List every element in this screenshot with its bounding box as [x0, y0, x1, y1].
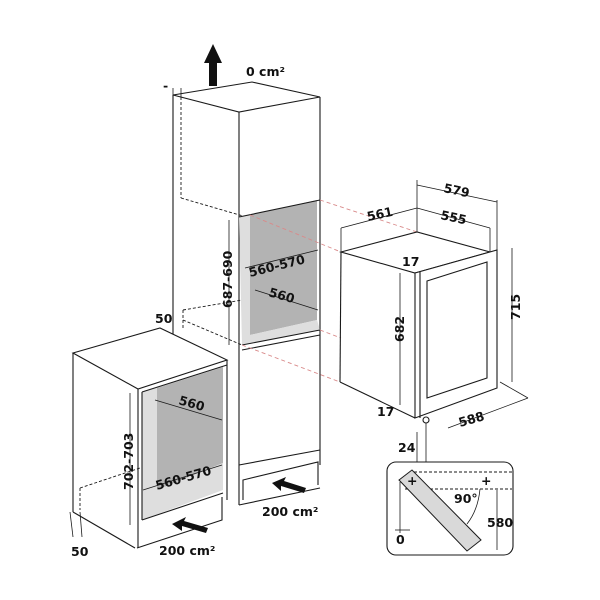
tall-gap-label: -: [163, 78, 168, 93]
depth-588-label: 588: [457, 408, 486, 430]
low-niche-height-label: 702-703: [121, 433, 136, 490]
door-offset-0-label: 0: [396, 532, 405, 547]
depth-555-label: 555: [439, 207, 468, 227]
tall-vent-label: 200 cm²: [262, 504, 318, 519]
tall-gap-50-label: 50: [155, 311, 173, 326]
tall-cabinet: [172, 81, 321, 506]
door-opening-inset: + +: [386, 461, 514, 556]
height-715-label: 715: [508, 294, 523, 320]
tall-niche-depth-label: 560: [267, 284, 297, 306]
door-angle-label: 90°: [454, 491, 478, 506]
svg-text:+: +: [481, 473, 491, 488]
intake-arrow-icon: [172, 477, 306, 533]
wine-cooler: [338, 231, 498, 424]
width-579-label: 579: [442, 180, 471, 200]
width-561-label: 561: [366, 204, 395, 224]
alignment-guides: [241, 199, 418, 383]
bottom-gap-17-label: 17: [377, 404, 394, 419]
height-682-label: 682: [392, 316, 407, 342]
exhaust-arrow-icon: [204, 44, 222, 86]
top-gap-17-label: 17: [402, 254, 419, 269]
svg-text:+: +: [407, 473, 417, 488]
low-gap-50-label: 50: [71, 544, 89, 559]
low-vent-label: 200 cm²: [159, 543, 215, 558]
door-clearance-580-label: 580: [487, 515, 513, 530]
dimension-lines: [69, 88, 529, 538]
offset-24-label: 24: [398, 440, 416, 455]
tall-niche-height-label: 687-690: [220, 250, 235, 308]
low-niche-depth-label: 560: [177, 392, 207, 414]
lower-cabinet: [71, 327, 229, 549]
top-vent-label: 0 cm²: [246, 64, 285, 79]
